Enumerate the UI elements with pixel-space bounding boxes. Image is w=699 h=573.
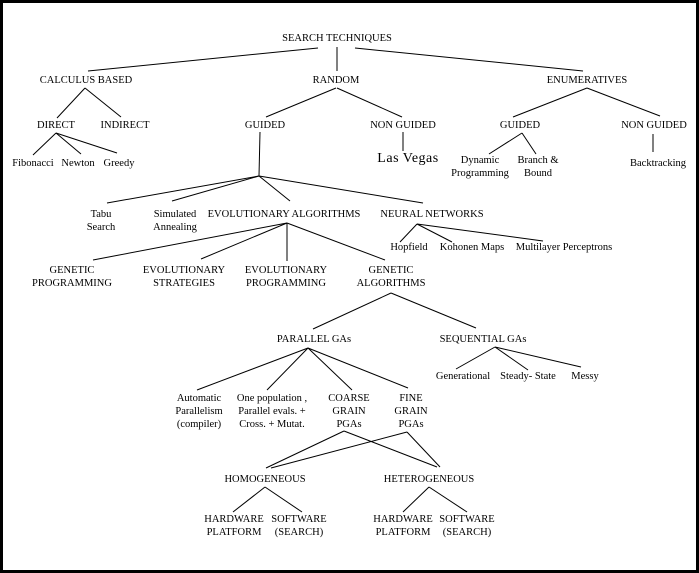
- node-indirect: INDIRECT: [100, 120, 150, 131]
- node-one-population: One population , Parallel evals. + Cross…: [236, 393, 308, 430]
- node-direct: DIRECT: [37, 120, 75, 131]
- node-non-guided-random: NON GUIDED: [370, 120, 436, 131]
- node-simulated-annealing: Simulated Annealing: [153, 209, 197, 233]
- node-dynamic-programming: Dynamic Programming: [451, 155, 509, 179]
- node-non-guided-enumeratives: NON GUIDED: [621, 120, 687, 131]
- node-hardware-platform-homogeneous: HARDWARE PLATFORM: [204, 514, 264, 538]
- node-enumeratives: ENUMERATIVES: [546, 75, 628, 86]
- node-generational: Generational: [435, 371, 491, 382]
- node-evolutionary-strategies: EVOLUTIONARY STRATEGIES: [142, 265, 226, 289]
- node-fibonacci: Fibonacci: [12, 158, 54, 169]
- node-parallel-gas: PARALLEL GAs: [276, 334, 352, 345]
- node-evolutionary-algorithms: EVOLUTIONARY ALGORITHMS: [207, 209, 361, 220]
- node-homogeneous: HOMOGENEOUS: [224, 474, 306, 485]
- node-hardware-platform-heterogeneous: HARDWARE PLATFORM: [373, 514, 433, 538]
- node-software-search-heterogeneous: SOFTWARE (SEARCH): [439, 514, 495, 538]
- node-branch-and-bound: Branch & Bound: [517, 155, 559, 179]
- node-search-techniques: SEARCH TECHNIQUES: [282, 33, 392, 44]
- node-las-vegas: Las Vegas: [377, 151, 439, 166]
- node-newton: Newton: [61, 158, 95, 169]
- node-guided-random: GUIDED: [244, 120, 286, 131]
- node-greedy: Greedy: [103, 158, 135, 169]
- node-genetic-algorithms: GENETIC ALGORITHMS: [356, 265, 426, 289]
- node-calculus-based: CALCULUS BASED: [39, 75, 133, 86]
- node-coarse-grain-pgas: COARSE GRAIN PGAs: [328, 393, 370, 430]
- node-genetic-programming: GENETIC PROGRAMMING: [32, 265, 112, 289]
- node-multilayer-perceptrons: Multilayer Perceptrons: [515, 242, 613, 253]
- node-guided-enumeratives: GUIDED: [499, 120, 541, 131]
- node-steady-state: Steady- State: [500, 371, 556, 382]
- node-automatic-parallelism: Automatic Parallelism (compiler): [175, 393, 223, 430]
- node-kohonen-maps: Kohonen Maps: [439, 242, 505, 253]
- node-hopfield: Hopfield: [390, 242, 428, 253]
- node-messy: Messy: [571, 371, 599, 382]
- node-sequential-gas: SEQUENTIAL GAs: [439, 334, 527, 345]
- node-backtracking: Backtracking: [630, 158, 686, 169]
- node-evolutionary-programming: EVOLUTIONARY PROGRAMMING: [244, 265, 328, 289]
- node-neural-networks: NEURAL NETWORKS: [380, 209, 484, 220]
- node-tabu-search: Tabu Search: [86, 209, 116, 233]
- node-heterogeneous: HETEROGENEOUS: [383, 474, 475, 485]
- node-software-search-homogeneous: SOFTWARE (SEARCH): [271, 514, 327, 538]
- node-fine-grain-pgas: FINE GRAIN PGAs: [394, 393, 428, 430]
- node-random: RANDOM: [312, 75, 360, 86]
